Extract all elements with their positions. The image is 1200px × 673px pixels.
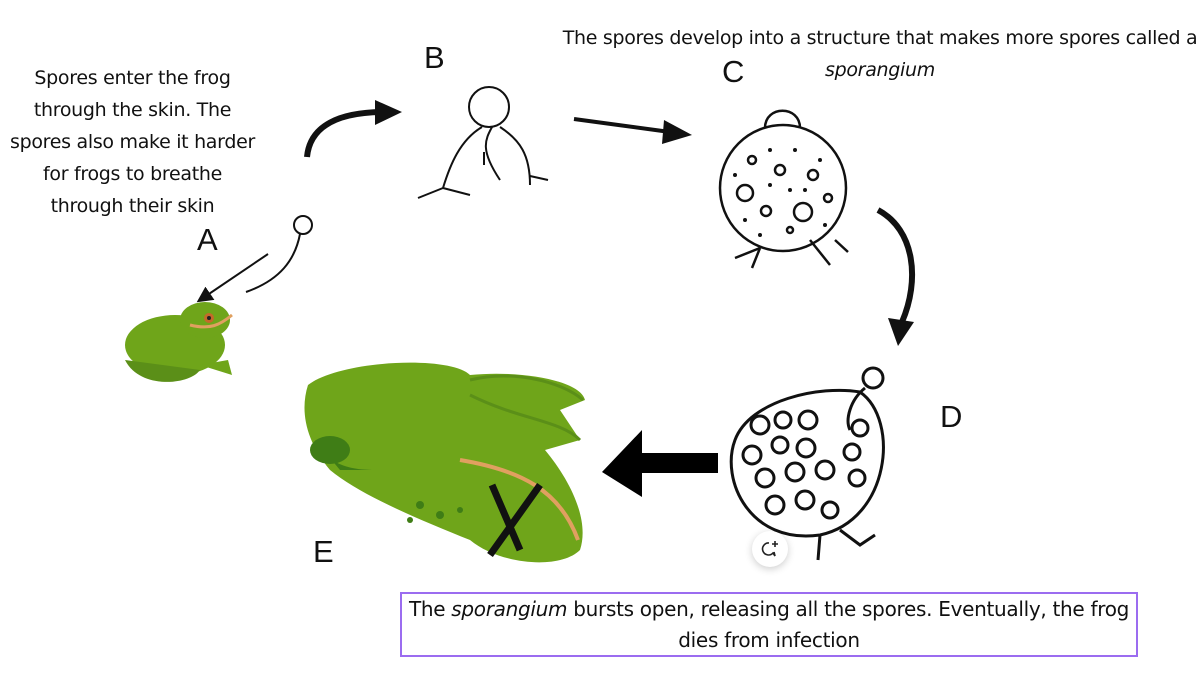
stage-c-description: The spores develop into a structure that… xyxy=(560,22,1200,86)
add-comment-button[interactable] xyxy=(752,531,788,567)
stage-e-text-start: The xyxy=(408,597,452,621)
dead-frog xyxy=(304,362,585,563)
healthy-frog xyxy=(125,302,233,382)
label-b: B xyxy=(424,40,445,75)
germinating-spore-b xyxy=(417,86,549,199)
label-d: D xyxy=(940,399,963,434)
sporangium-term: sporangium xyxy=(825,59,935,81)
arrow-c-to-d xyxy=(876,207,915,346)
label-e: E xyxy=(313,534,334,569)
sporangium-d xyxy=(729,366,885,561)
arrow-a-to-frog xyxy=(196,253,269,303)
arrow-a-to-b xyxy=(304,100,402,158)
sporangium-term: sporangium xyxy=(451,597,568,621)
label-a: A xyxy=(197,222,218,257)
stage-a-description: Spores enter the frog through the skin. … xyxy=(10,67,255,217)
stage-c-text: The spores develop into a structure that… xyxy=(562,27,1198,49)
sporangium-c xyxy=(718,109,849,269)
arrow-b-to-c xyxy=(573,117,692,144)
arrow-d-to-e xyxy=(602,430,718,497)
sporangium-c-dots xyxy=(733,148,827,237)
zoospore-a xyxy=(245,215,313,293)
add-comment-icon xyxy=(761,541,778,557)
stage-e-description: The sporangium bursts open, releasing al… xyxy=(400,592,1138,657)
label-c: C xyxy=(722,54,745,89)
stage-e-text-end: bursts open, releasing all the spores. E… xyxy=(567,597,1130,652)
